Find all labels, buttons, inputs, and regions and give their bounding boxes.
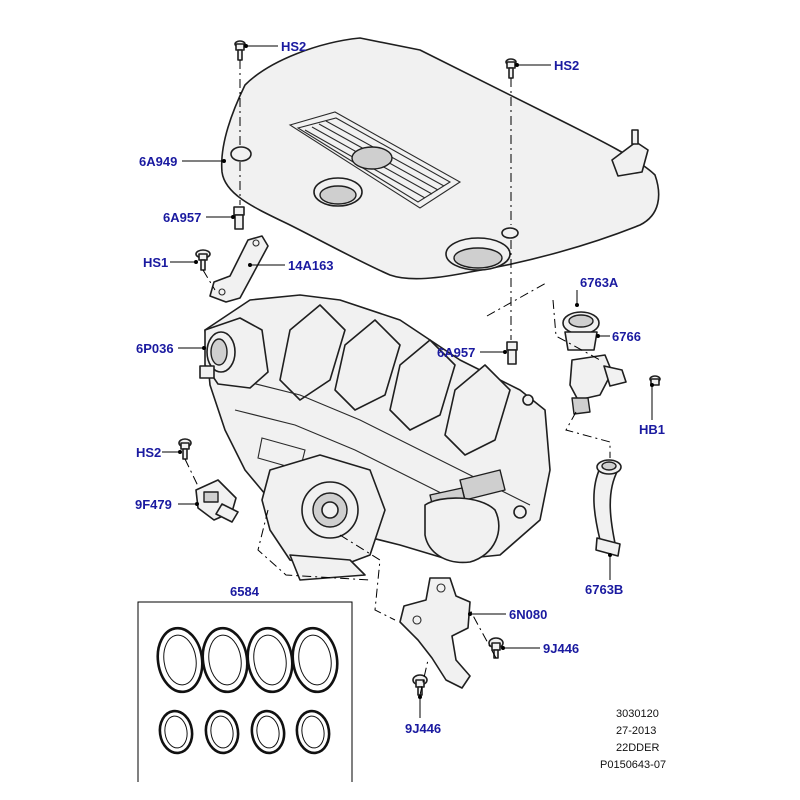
throttle-body-6p036 [199,317,269,389]
callout-hb1: HB1 [639,422,665,437]
egr-housing [261,454,386,581]
reference-line-4: P0150643-07 [600,759,666,771]
stud-6a957-upper [233,206,245,230]
callout-6763a: 6763A [580,275,619,290]
bolt-hb1 [649,375,661,386]
callout-6766: 6766 [612,329,641,344]
bracket-14a163 [209,235,269,303]
stud-6a957-lower [506,341,518,365]
callout-6a957-lower: 6A957 [437,345,475,360]
breather-hose-6763b [593,459,622,557]
callout-9f479: 9F479 [135,497,172,512]
reference-line-1: 3030120 [616,708,659,720]
reference-block: 3030120 27-2013 22DDER P0150643-07 [600,708,666,771]
sensor-9f479 [195,479,239,523]
bracket-6n080 [399,577,471,689]
callout-6n080: 6N080 [509,607,547,622]
bolt-9j446-bottom [412,674,428,696]
callout-9j446-bottom: 9J446 [405,721,441,736]
callout-14a163: 14A163 [288,258,334,273]
callout-hs1: HS1 [143,255,168,270]
leader-lines [162,44,654,718]
callout-6763b: 6763B [585,582,623,597]
bolt-hs2-top-left [234,40,246,61]
callout-6p036: 6P036 [136,341,174,356]
bolt-hs2-left [178,438,192,460]
engine-cover [220,37,660,280]
assembly-lines [184,60,611,696]
gasket-set-6584 [137,601,353,782]
callout-hs2-top-left: HS2 [281,39,306,54]
callout-labels: HS2 HS2 6A949 6A957 HS1 14A163 6763A 676… [135,39,665,736]
callout-hs2-top-right: HS2 [554,58,579,73]
callout-6a949: 6A949 [139,154,177,169]
callout-9j446-right: 9J446 [543,641,579,656]
reference-line-3: 22DDER [616,742,659,754]
reference-line-2: 27-2013 [616,725,656,737]
bolt-hs2-top-right [505,58,517,79]
oil-filler-6763a [562,311,627,415]
callout-6584: 6584 [230,584,260,599]
bolt-9j446-right [488,637,504,659]
bolt-hs1 [195,249,211,271]
callout-hs2-left: HS2 [136,445,161,460]
callout-6a957-upper: 6A957 [163,210,201,225]
